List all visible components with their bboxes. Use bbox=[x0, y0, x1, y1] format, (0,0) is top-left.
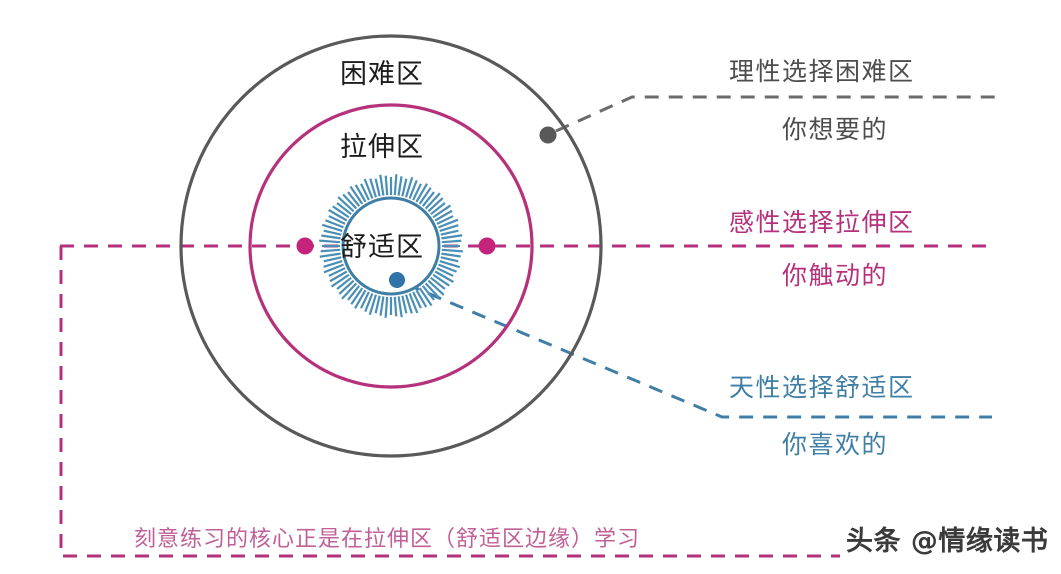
callout-hard-line2: 你想要的 bbox=[782, 116, 889, 144]
hard-zone-circle bbox=[179, 34, 603, 458]
hard-leader-line bbox=[555, 95, 996, 133]
callout-stretch-line2: 你触动的 bbox=[782, 262, 889, 290]
stretch-marker-dot-right bbox=[478, 237, 496, 255]
stretch-marker-dot-left bbox=[296, 237, 314, 255]
callout-hard-line1: 理性选择困难区 bbox=[729, 58, 915, 86]
comfort-marker-dot bbox=[389, 272, 405, 288]
zone-label-comfort: 舒适区 bbox=[340, 232, 424, 262]
zone-label-hard: 困难区 bbox=[340, 59, 424, 89]
hard-marker-dot bbox=[539, 126, 557, 144]
stretch-guide-elbow bbox=[59, 246, 840, 558]
zone-label-stretch: 拉伸区 bbox=[340, 132, 424, 162]
comfort-zone-sunburst bbox=[319, 174, 463, 318]
callout-comfort-line2: 你喜欢的 bbox=[782, 431, 889, 459]
callout-comfort-line1: 天性选择舒适区 bbox=[729, 374, 915, 402]
comfort-leader-line bbox=[405, 282, 992, 419]
callout-stretch-line1: 感性选择拉伸区 bbox=[729, 209, 915, 237]
bottom-caption: 刻意练习的核心正是在拉伸区（舒适区边缘）学习 bbox=[134, 526, 641, 551]
watermark: 头条 @情缘读书 bbox=[846, 526, 1049, 557]
comfort-zone-circle bbox=[341, 196, 441, 296]
stretch-zone-circle bbox=[248, 103, 534, 389]
